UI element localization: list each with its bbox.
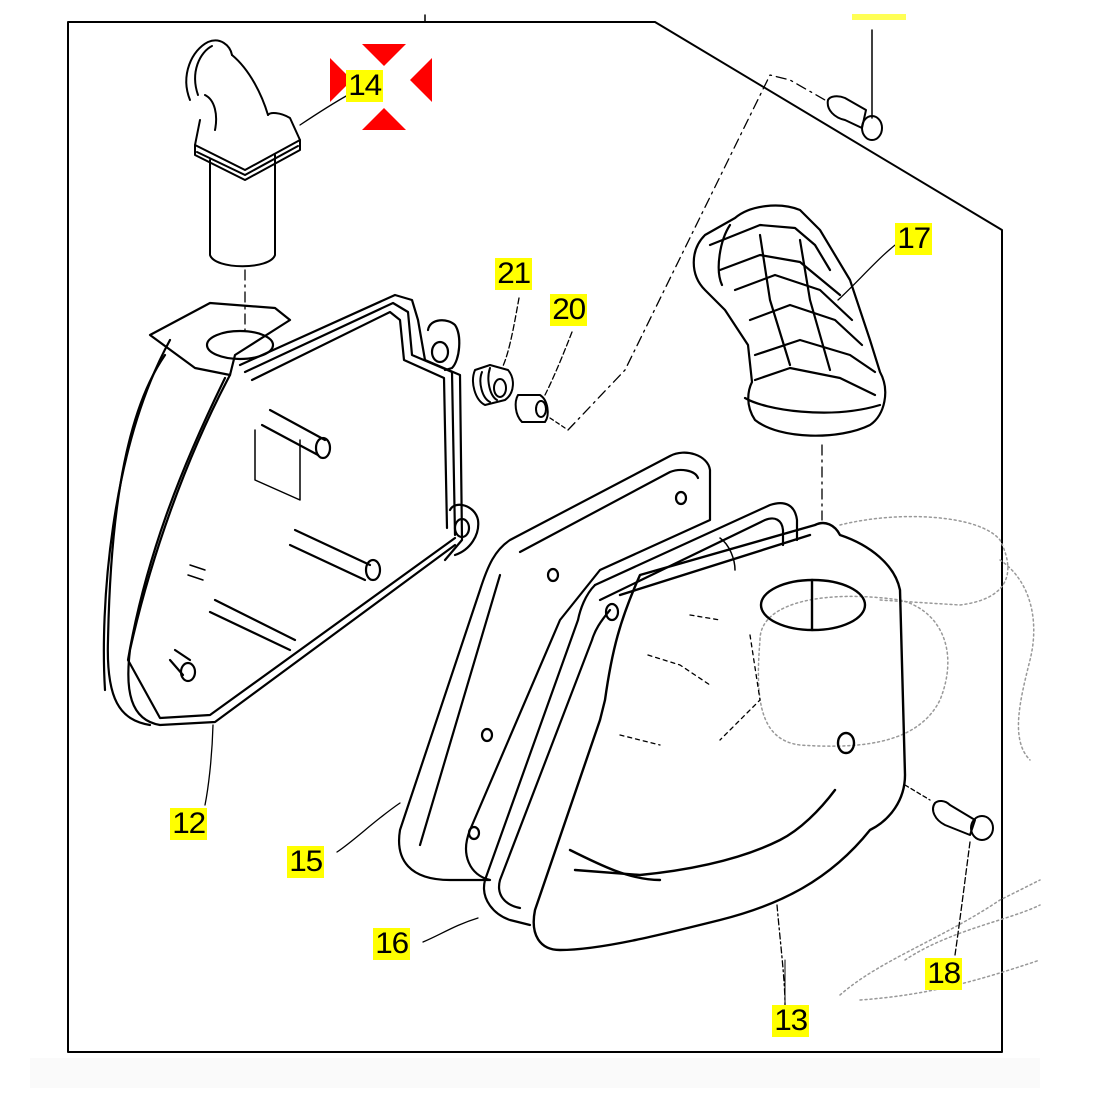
part-20-bushing[interactable] — [516, 332, 572, 428]
callout-18[interactable]: 18 — [925, 957, 963, 990]
callout-21[interactable]: 21 — [495, 257, 533, 290]
callout-cropped — [852, 14, 906, 20]
part-13-housing[interactable] — [534, 523, 905, 1005]
callout-21-label: 21 — [497, 257, 531, 290]
callout-20[interactable]: 20 — [550, 293, 588, 326]
callout-14[interactable]: 14 — [346, 69, 384, 102]
part-16-gasket[interactable] — [423, 503, 797, 942]
part-top-screw[interactable] — [828, 30, 882, 140]
callout-15-label: 15 — [289, 845, 323, 878]
leader-14 — [300, 95, 348, 125]
bottom-shadow-strip — [30, 1058, 1040, 1088]
part-14-intake-elbow[interactable] — [186, 40, 300, 330]
callout-14-label: 14 — [348, 69, 382, 102]
part-12-cover[interactable] — [104, 295, 478, 805]
callout-15[interactable]: 15 — [287, 845, 325, 878]
frame-border — [68, 15, 1002, 1052]
callout-12-label: 12 — [172, 807, 206, 840]
callout-18-label: 18 — [927, 957, 961, 990]
callout-16[interactable]: 16 — [373, 927, 411, 960]
part-21-grommet[interactable] — [473, 298, 519, 405]
callout-13[interactable]: 13 — [772, 1004, 810, 1037]
selection-marker-icon — [330, 44, 432, 130]
assembly-line-top — [568, 75, 825, 430]
callout-13-label: 13 — [774, 1004, 808, 1037]
callout-20-label: 20 — [552, 293, 586, 326]
part-15-filter-element[interactable] — [337, 453, 710, 880]
callout-17-label: 17 — [897, 222, 931, 255]
callout-12[interactable]: 12 — [170, 807, 208, 840]
part-18-screw[interactable] — [905, 785, 993, 955]
callout-16-label: 16 — [375, 927, 409, 960]
callout-17[interactable]: 17 — [895, 222, 933, 255]
part-17-intake-duct[interactable] — [694, 206, 905, 520]
